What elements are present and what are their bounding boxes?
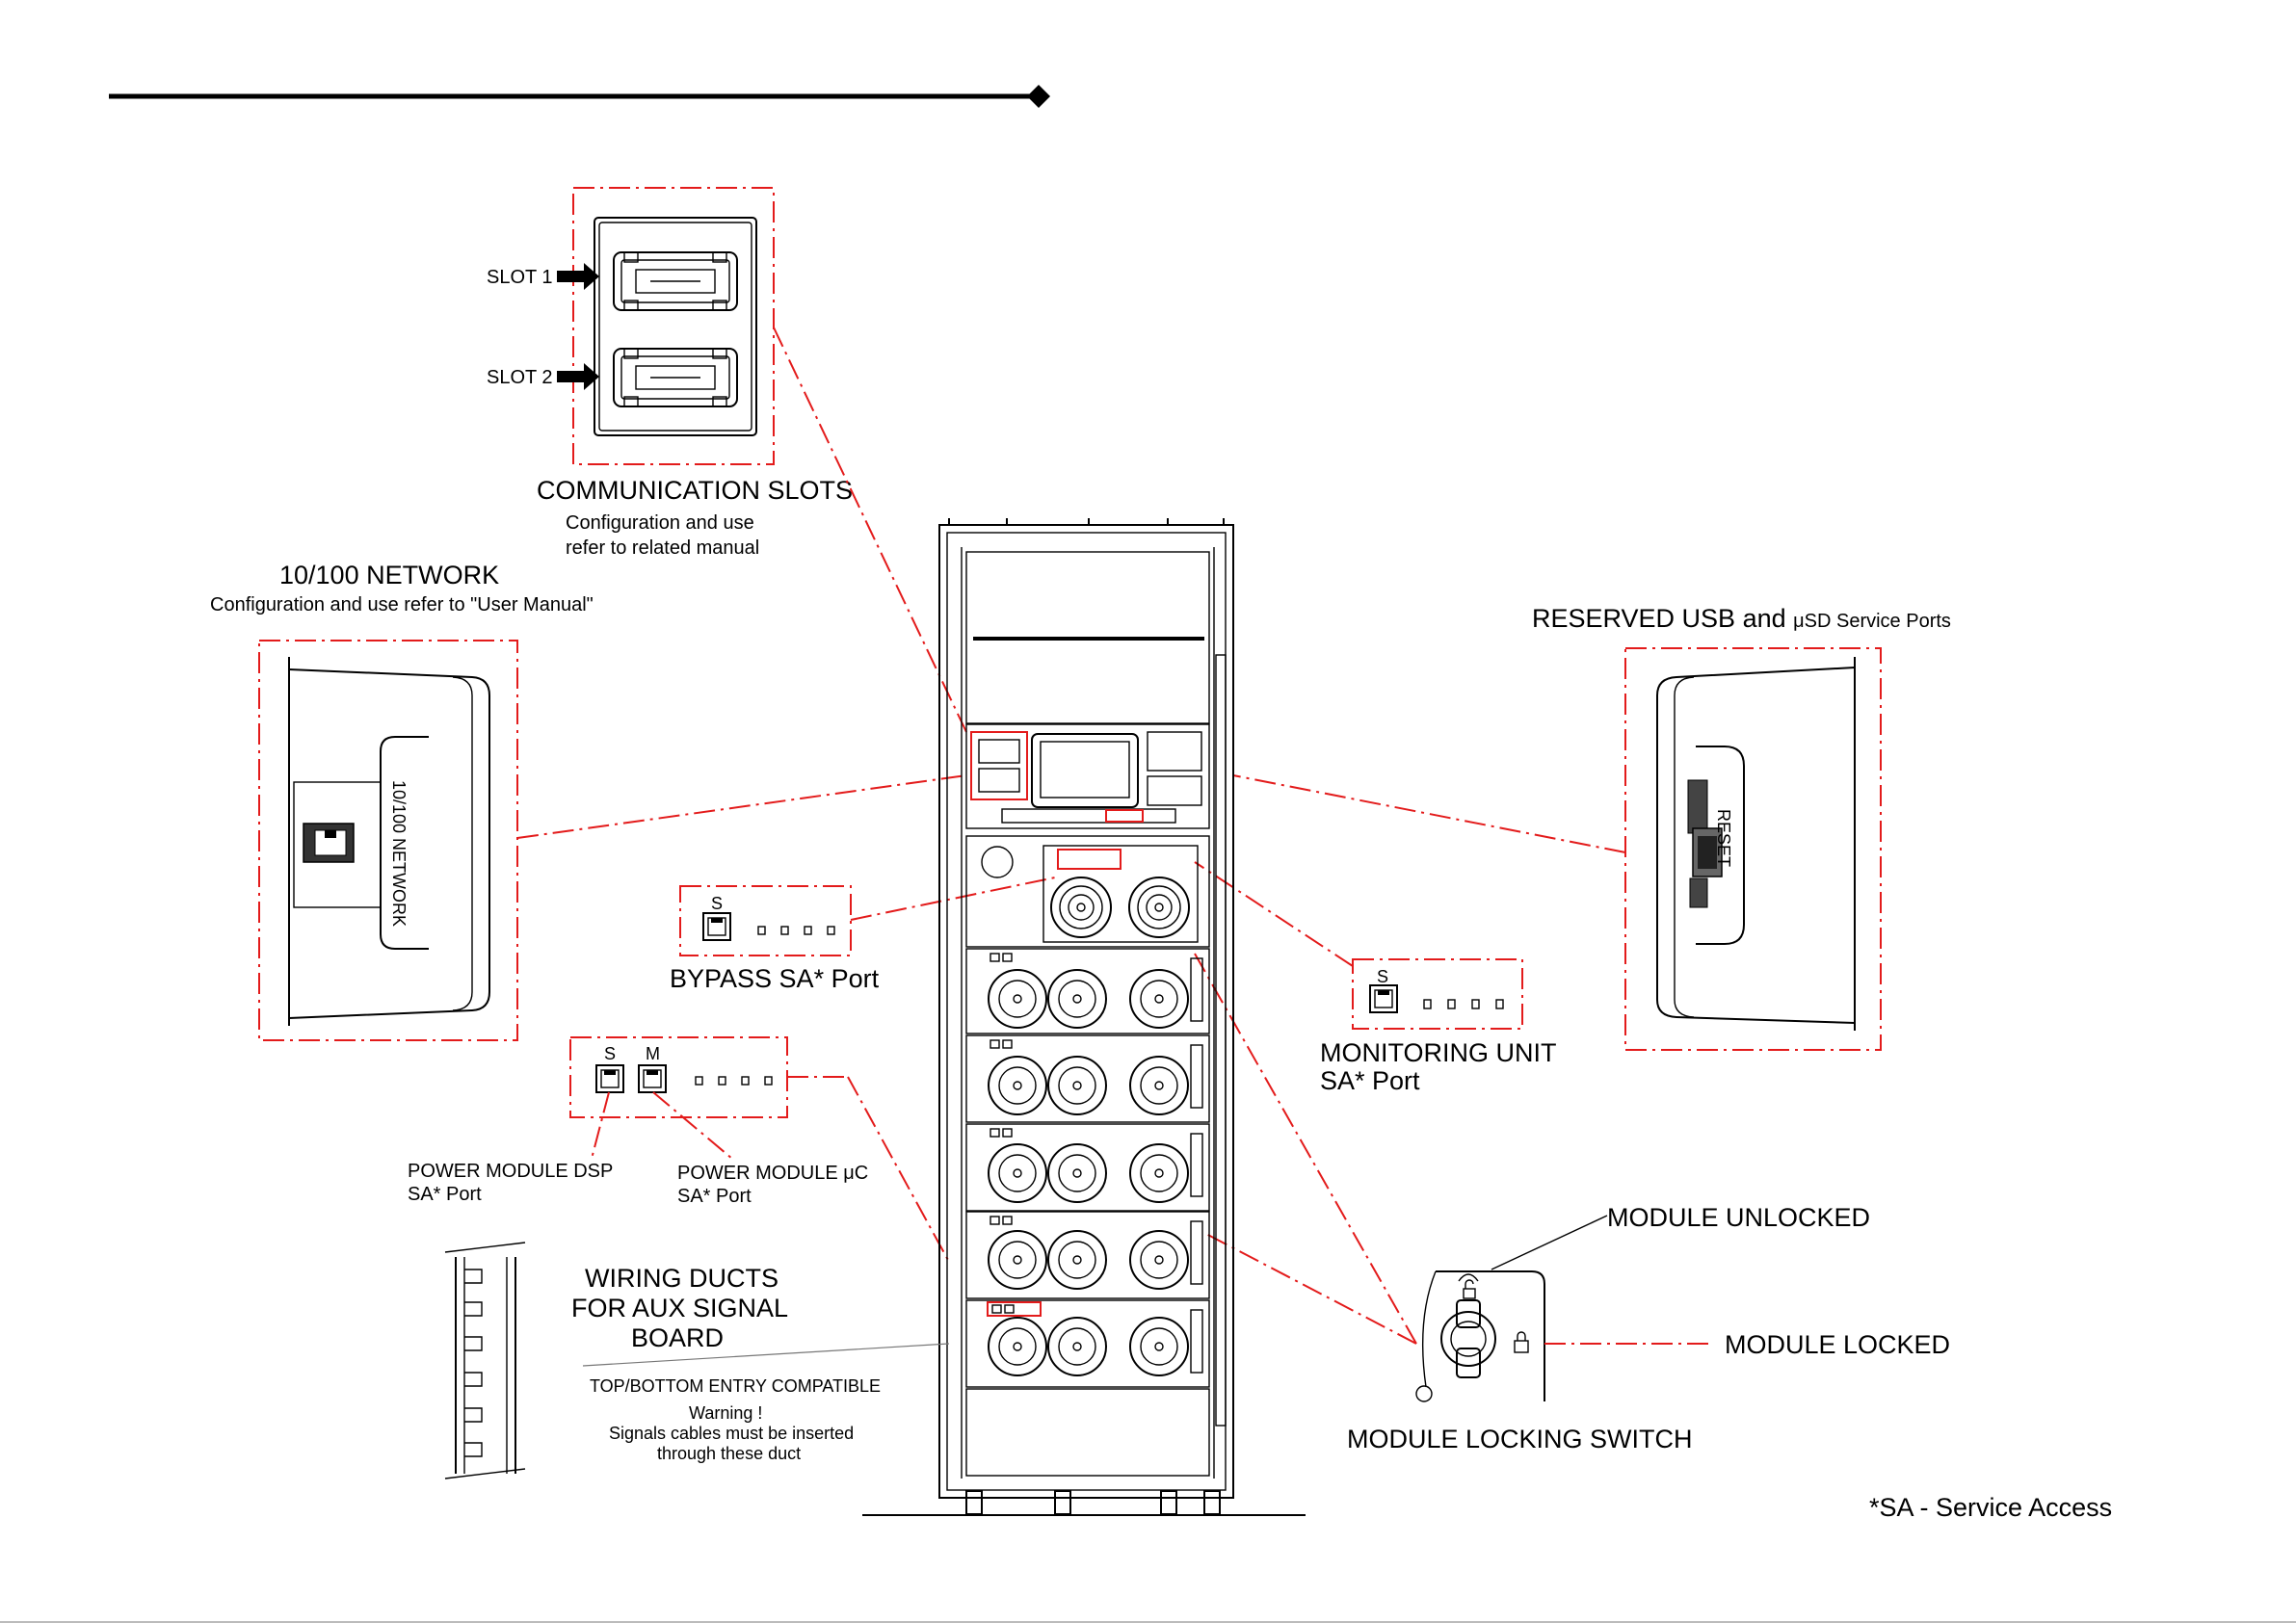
module-locking-switch-label: MODULE LOCKING SWITCH [1347,1425,1693,1453]
power-module-4 [965,1211,1210,1299]
pm-uc-label-line2: SA* Port [677,1186,752,1207]
communication-slots-title: COMMUNICATION SLOTS [537,476,853,505]
monitoring-label-line2: SA* Port [1320,1066,1420,1095]
pm-dsp-label-line1: POWER MODULE DSP [408,1161,613,1182]
slot-2-arrow-icon [557,363,599,390]
pm-dsp-label-line2: SA* Port [408,1184,482,1205]
touch-display [1031,733,1139,808]
lock-icon [1514,1331,1529,1353]
pm-port-m-label: M [646,1044,660,1063]
usb-port-icon [1687,779,1723,908]
ups-cabinet [862,518,1306,1516]
network-title: 10/100 NETWORK [279,561,499,589]
bypass-led-row [757,926,835,935]
network-port-text: 10/100 NETWORK [389,780,409,927]
usb-title: RESERVED USB and μSD Service Ports [1532,604,1951,633]
service-access-footnote: *SA - Service Access [1869,1493,2112,1522]
slot-2-connector [613,348,738,407]
communication-slots-callout: SLOT 1 SLOT 2 COMMUNICATION SLOTS Config… [487,187,853,559]
bypass-module [965,835,1210,948]
wiring-duct-detail: WIRING DUCTS FOR AUX SIGNAL BOARD TOP/BO… [444,1242,950,1479]
power-module-5 [965,1299,1210,1388]
ethernet-port-icon [303,823,355,863]
monitoring-rj-port-icon [1369,984,1398,1013]
locking-switch-icon [1440,1273,1496,1378]
header-rule [109,85,1050,108]
power-module-ports-callout: S M POWER MODULE DSP SA* Port POWER MODU… [408,1036,868,1207]
pm-port-s-label: S [604,1044,616,1063]
slot-1-connector [613,251,738,311]
bypass-fan-2-icon [1128,877,1190,938]
warning-line3: through these duct [657,1444,801,1463]
warning-line1: Warning ! [689,1403,762,1423]
wiring-label-line3: BOARD [631,1323,724,1352]
communication-slots-desc-line2: refer to related manual [566,537,759,559]
pm-dsp-rj-port-icon [595,1064,624,1093]
usb-service-ports-callout: RESERVED USB and μSD Service Ports RESET [1532,604,1951,1051]
monitoring-port-s-label: S [1377,967,1388,986]
monitoring-unit-callout: S MONITORING UNIT SA* Port [1320,958,1557,1095]
warning-line2: Signals cables must be inserted [609,1424,854,1443]
power-module-3 [965,1123,1210,1212]
pm-led-row [695,1076,773,1086]
wiring-label-line1: WIRING DUCTS [585,1264,779,1293]
communication-slots-desc-line1: Configuration and use [566,512,754,534]
power-module-1 [965,948,1210,1034]
control-panel [965,723,1210,829]
pm-uc-rj-port-icon [638,1064,667,1093]
usb-reset-text: RESET [1714,809,1733,867]
slot-1-arrow-icon [557,263,599,290]
leader-lines [516,327,1626,1345]
monitoring-led-row [1423,999,1504,1009]
entry-compatible-label: TOP/BOTTOM ENTRY COMPATIBLE [590,1376,881,1396]
network-desc: Configuration and use refer to "User Man… [210,594,594,615]
bypass-fan-1-icon [1050,877,1112,938]
pm-uc-label-line1: POWER MODULE μC [677,1163,868,1184]
bypass-title: BYPASS SA* Port [670,964,880,993]
network-port-callout: 10/100 NETWORK Configuration and use ref… [210,561,594,1041]
module-locked-label: MODULE LOCKED [1725,1330,1950,1359]
module-unlocked-label: MODULE UNLOCKED [1607,1203,1870,1232]
slot-1-label: SLOT 1 [487,267,553,288]
bypass-sa-port-callout: S BYPASS SA* Port [670,885,880,993]
module-locking-switch-detail: MODULE UNLOCKED MODULE LOCKED MODULE LOC… [1347,1203,1950,1453]
usb-title-part-b: μSD Service Ports [1793,611,1951,632]
wiring-label-line2: FOR AUX SIGNAL [571,1294,788,1322]
bypass-rj-port-icon [702,912,731,941]
unlock-icon [1463,1279,1476,1299]
usb-title-part-a: RESERVED USB and [1532,604,1793,633]
slot-2-label: SLOT 2 [487,367,553,388]
bypass-port-s-label: S [711,894,723,913]
monitoring-label-line1: MONITORING UNIT [1320,1038,1557,1067]
power-module-2 [965,1034,1210,1123]
